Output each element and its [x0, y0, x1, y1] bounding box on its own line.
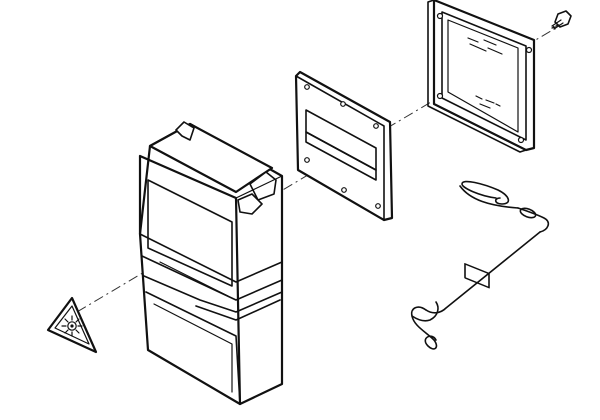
enclosure-cover-lower-edge	[145, 291, 241, 405]
laser-warning-rays	[61, 315, 83, 337]
laser-warning-sun-core	[70, 324, 74, 328]
display-module-hole-tr	[525, 46, 533, 54]
wire-clip-upper-hook	[459, 185, 519, 209]
gasket-plate-hole-3	[373, 123, 379, 129]
wire-clip-eyelet	[519, 207, 537, 219]
enclosure-cover-step	[195, 299, 281, 321]
enclosure-cover-band-middle	[141, 255, 283, 301]
laser-warning-triangle	[46, 296, 98, 354]
enclosure-cover-top-edge	[235, 175, 283, 199]
display-module-frame	[432, 0, 536, 152]
screw-thread	[551, 24, 560, 29]
enclosure-cover-lug-top	[175, 121, 195, 141]
wire-bail-clip	[410, 180, 550, 350]
enclosure-cover-lower-panel	[153, 303, 233, 393]
display-module-markings	[467, 37, 503, 55]
display-module-hole-tl	[436, 12, 444, 20]
screw-head	[554, 10, 572, 28]
display-module-bezel	[441, 11, 527, 141]
wire-clip-right-bend	[517, 207, 550, 233]
gasket-plate-hole-4	[304, 157, 310, 163]
display-module-markings-lower	[475, 95, 501, 109]
display-module-hole-bl	[436, 92, 444, 100]
display-module-hole-br	[517, 136, 525, 144]
gasket-plate-hole-5	[341, 187, 347, 193]
gasket-plate-outline	[294, 70, 394, 222]
enclosure-cover-front-panel	[147, 179, 233, 287]
display-module-window	[447, 19, 519, 133]
screw	[551, 10, 572, 30]
gasket-plate-hole-2	[340, 101, 346, 107]
gasket-plate	[294, 70, 394, 222]
gasket-plate-hole-1	[304, 84, 310, 90]
wire-clip-lower-loop	[410, 306, 438, 350]
enclosure-cover-lug-side	[249, 171, 277, 201]
wire-clip-upper-loop	[461, 180, 510, 205]
gasket-plate-slot-lower	[305, 131, 377, 181]
enclosure-cover	[138, 121, 284, 406]
laser-warning-sun-icon	[67, 321, 77, 331]
display-module	[427, 0, 536, 289]
display-module-side	[427, 0, 527, 153]
gasket-plate-hole-6	[375, 203, 381, 209]
enclosure-cover-band-groove	[159, 261, 229, 297]
wire-clip-lower-coil	[411, 301, 439, 322]
enclosure-cover-band-top	[139, 233, 283, 283]
gasket-plate-edge	[295, 75, 385, 221]
enclosure-cover-band-bottom	[143, 275, 283, 313]
enclosure-cover-tab	[237, 193, 263, 215]
